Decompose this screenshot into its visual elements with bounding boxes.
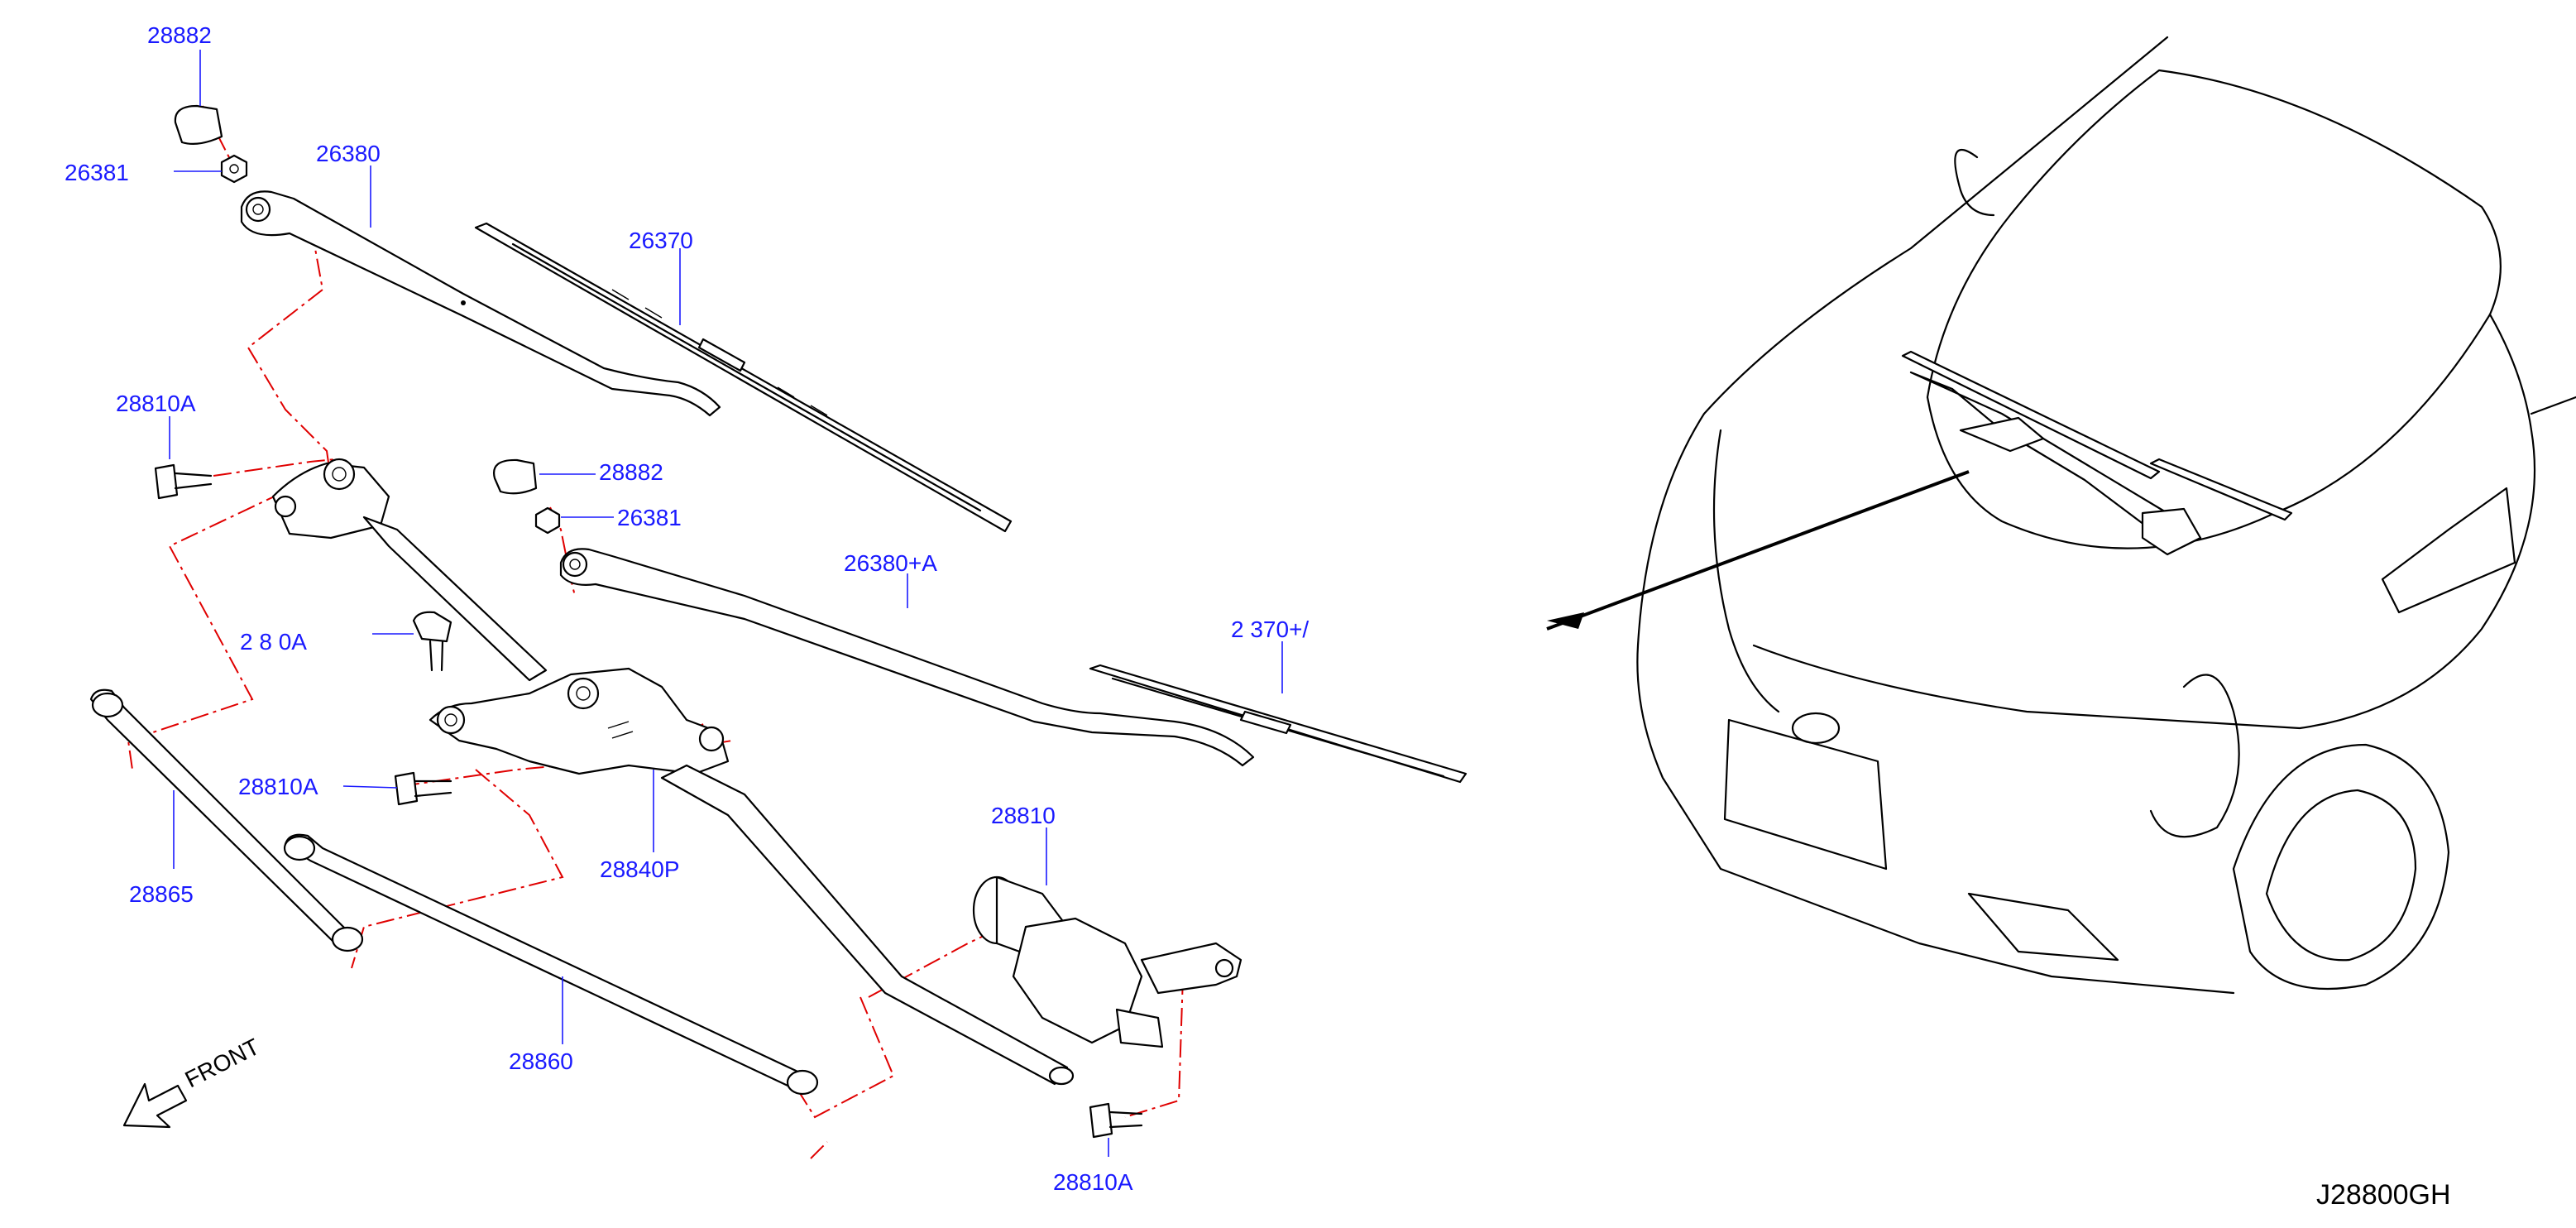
leader-lines [169,50,1283,1157]
callout-26381-lower: 26381 [617,505,682,530]
front-indicator: FRONT [122,1034,264,1129]
part-26381-nut-upper [220,154,248,184]
part-28810a-bolt-1 [154,463,213,500]
callout-28810a-1: 28810A [116,391,196,416]
part-drive-tube [660,764,1075,1086]
front-label: FRONT [181,1034,264,1092]
diagram-code: J28800GH [2316,1179,2451,1211]
callout-28810a-4: 28810A [1053,1169,1133,1195]
part-28810-wiper-motor [972,875,1243,1048]
callout-26381-upper: 26381 [65,160,129,185]
callout-28810a-3: 28810A [238,774,318,799]
part-26370-wiper-blade [474,222,1013,533]
part-26380-wiper-arm [240,190,721,417]
callout-28882-upper: 28882 [147,22,212,48]
pointer-line [1546,470,1970,631]
part-28810a-bolt-4 [1089,1102,1143,1139]
callout-26370: 26370 [629,228,693,253]
part-28865-link-rod [89,688,364,952]
callout-28860: 28860 [509,1048,573,1074]
part-28810a-bolt-3 [394,771,452,806]
callout-26370a: 2 370+/ [1231,616,1309,642]
part-28840p-linkage-frame [429,667,730,775]
callout-28810a-2: 2 8 0A [240,629,307,655]
car-outline [1636,36,2576,995]
part-28810a-bolt-2 [412,611,452,672]
part-28882-cap-lower [493,458,538,495]
callout-28882-lower: 28882 [599,459,663,485]
part-26370a-wiper-blade [1089,664,1468,784]
callout-26380: 26380 [316,141,381,166]
part-28860-link-rod [283,833,819,1096]
callout-28865: 28865 [129,881,194,907]
car-wiper-assembly [1901,350,2293,556]
part-26381-nut-lower [534,506,561,535]
callout-28810: 28810 [991,803,1056,828]
callout-26380a: 26380+A [844,550,937,576]
part-26380a-wiper-arm [559,548,1255,767]
part-28882-cap-upper [174,104,223,145]
part-pivot-upper [271,458,548,682]
callouts: 28882 26381 26380 26370 28810A 28882 263… [65,22,1309,1195]
callout-28840p: 28840P [600,856,680,882]
